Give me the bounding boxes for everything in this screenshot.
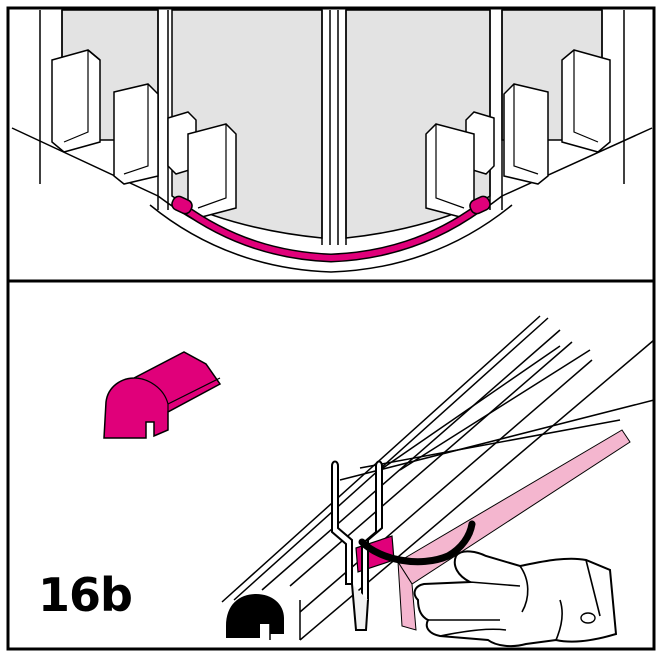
step-number-label: 16b xyxy=(38,568,133,622)
hand-icon xyxy=(413,550,618,648)
seal-profile-icon xyxy=(103,351,222,439)
u-profile-fins xyxy=(331,460,383,631)
seal-lip xyxy=(358,520,476,566)
bottom-seal xyxy=(179,204,483,262)
track-profile xyxy=(221,315,655,641)
enclosure-overview xyxy=(11,9,653,273)
clip-profile-icon xyxy=(226,594,284,638)
